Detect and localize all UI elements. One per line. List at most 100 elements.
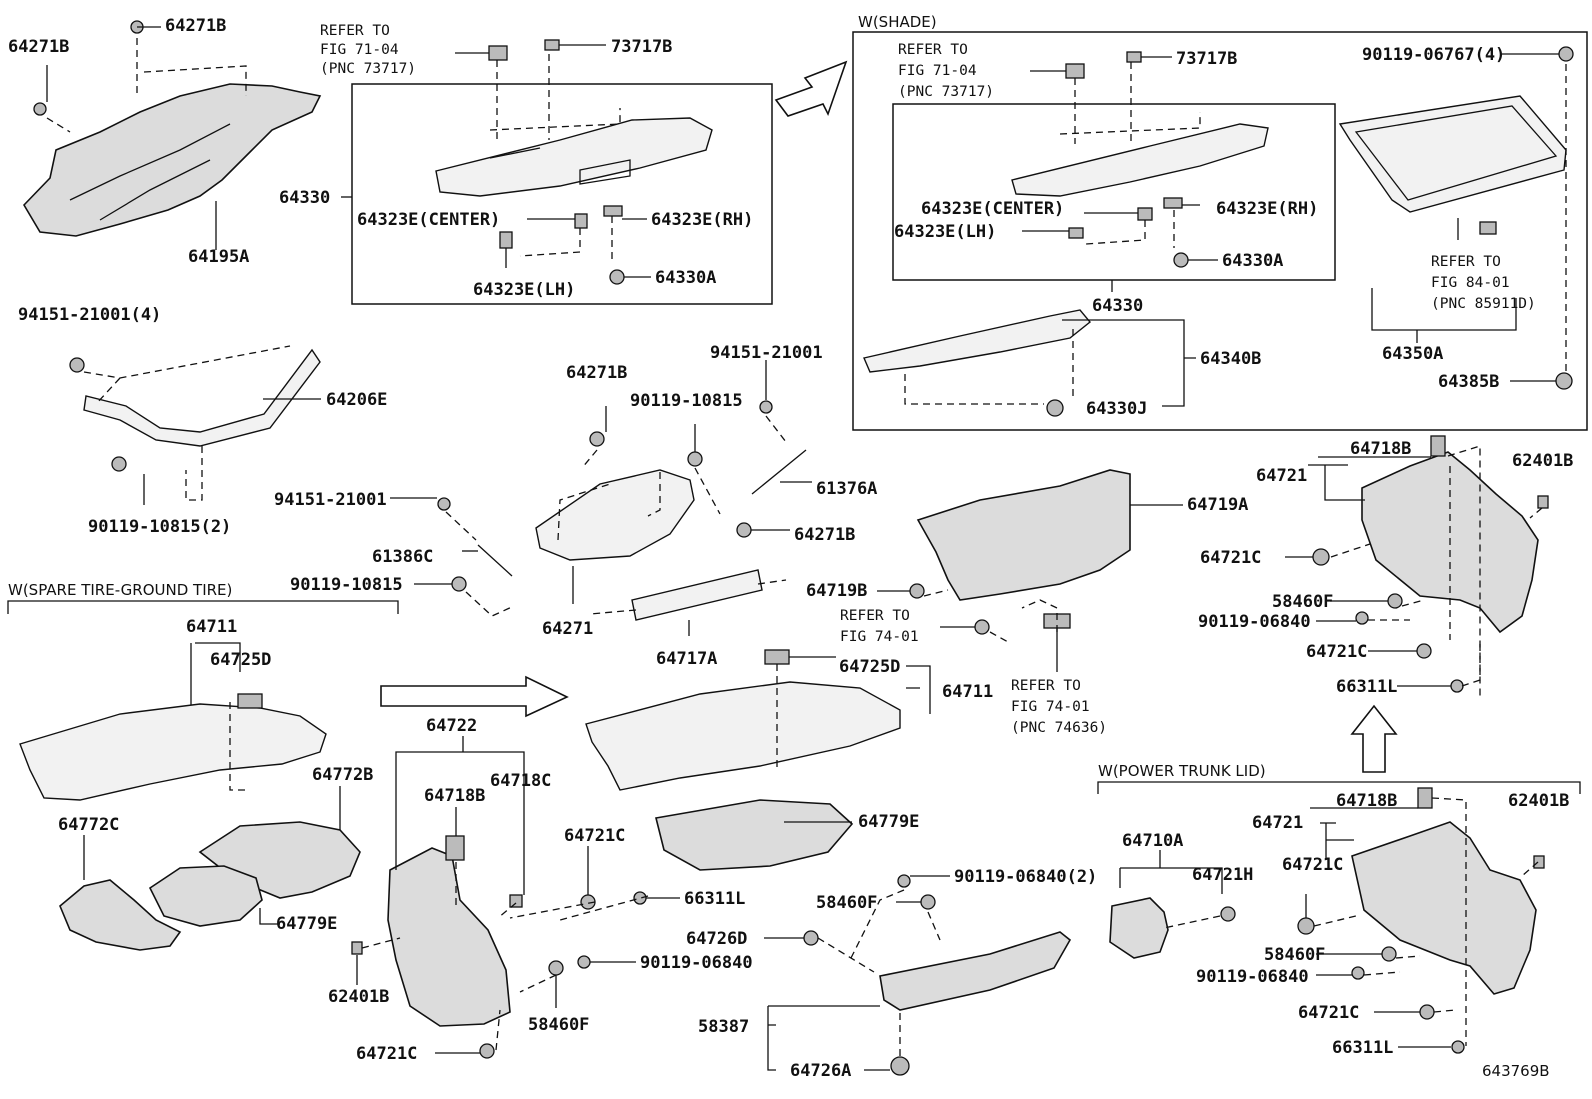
clip-64323E-center-t (574, 213, 588, 229)
part-64772C (59, 879, 182, 951)
clip-90119-06840-t (1355, 611, 1369, 625)
clip-64718B-t (1430, 435, 1446, 457)
clip-64323E-lh-s (1068, 227, 1084, 239)
label-64195A: 64195A (188, 247, 249, 267)
part-64340B (863, 309, 1091, 373)
clip-94151-4 (69, 357, 85, 373)
shade-section-title: W(SHADE) (858, 13, 937, 31)
flow-arrow-right (380, 675, 569, 718)
section-divider-power (1097, 781, 1581, 794)
clip-62401B-c (351, 941, 363, 955)
label-90119-10815-l: 90119-10815 (290, 575, 403, 595)
clip-62401B-t (1537, 495, 1549, 509)
clip-90119-10815-l (451, 576, 467, 592)
part-64710A (1109, 897, 1169, 959)
label-64710A: 64710A (1122, 831, 1183, 851)
clip-90119-06767 (1558, 46, 1574, 62)
label-58460F-m: 58460F (816, 893, 877, 913)
label-64717A: 64717A (656, 649, 717, 669)
part-58387 (879, 931, 1072, 1011)
clip-64721C-t2 (1416, 643, 1432, 659)
label-90119-06840-c: 90119-06840 (640, 953, 753, 973)
part-64722 (387, 847, 511, 1027)
label-64271B-m2: 64271B (794, 525, 855, 545)
part-61376A (751, 449, 807, 495)
label-64711-l: 64711 (186, 617, 237, 637)
clip-64718B-b (1417, 787, 1433, 809)
clip-64330A-s (1173, 252, 1189, 268)
fastener-clips (33, 20, 1574, 1076)
clip-66311L-b (1451, 1040, 1465, 1054)
clip-94151-21001-m (759, 400, 773, 414)
rear-shelf-detail-box (351, 83, 773, 305)
label-64726D: 64726D (686, 929, 747, 949)
label-66311L-c: 66311L (684, 889, 745, 909)
label-64323E-rh-s: 64323E(RH) (1216, 199, 1318, 219)
label-64206E: 64206E (326, 390, 387, 410)
label-64779E-l: 64779E (276, 914, 337, 934)
shade-pointer-arrow (774, 60, 848, 117)
clip-64721C-b2 (1419, 1004, 1435, 1020)
leader-lines (46, 26, 1559, 1071)
section-divider-spare (7, 600, 399, 614)
label-62401B-c: 62401B (328, 987, 389, 1007)
label-58387: 58387 (698, 1017, 749, 1037)
shade-shelf-inner-box (892, 103, 1336, 281)
clip-64330A-t (609, 269, 625, 285)
spare-tire-section-title: W(SPARE TIRE-GROUND TIRE) (8, 581, 232, 599)
clip-58460F-b (1381, 946, 1397, 962)
label-64726A: 64726A (790, 1061, 851, 1081)
part-64711-left (19, 703, 327, 801)
clip-64726D (803, 930, 819, 946)
power-trunk-lid-section-title: W(POWER TRUNK LID) (1098, 762, 1266, 780)
clip-64726A (890, 1056, 910, 1076)
label-66311L-t: 66311L (1336, 677, 1397, 697)
part-64721-power (1351, 821, 1537, 995)
label-64718B-t: 64718B (1350, 439, 1411, 459)
label-64340B: 64340B (1200, 349, 1261, 369)
part-64195A (23, 83, 322, 237)
clip-73717B-t (544, 39, 560, 51)
part-64330-top (435, 117, 713, 197)
label-64721-b: 64721 (1252, 813, 1303, 833)
part-64719A (916, 469, 1131, 601)
part-64330-shade (1011, 123, 1269, 197)
label-64721C-c2: 64721C (356, 1044, 417, 1064)
label-64323E-rh-t: 64323E(RH) (651, 210, 753, 230)
label-90119-06767: 90119-06767(4) (1362, 45, 1505, 65)
clip-58460F-c (548, 960, 564, 976)
label-66311L-b: 66311L (1332, 1038, 1393, 1058)
clip-refer-74-01-a (974, 619, 990, 635)
clip-64721H (1220, 906, 1236, 922)
label-64721C-b2: 64721C (1298, 1003, 1359, 1023)
label-58460F-b: 58460F (1264, 945, 1325, 965)
clip-refer-71-04-b (1065, 63, 1085, 79)
part-labels: 64271B 64271B 64195A 64330 73717B 64323E… (8, 16, 1573, 1081)
label-94151-4: 94151-21001(4) (18, 305, 161, 325)
label-90119-10815-2: 90119-10815(2) (88, 517, 231, 537)
label-62401B-b: 62401B (1508, 791, 1569, 811)
label-64323E-lh-t: 64323E(LH) (473, 280, 575, 300)
label-62401B-t: 62401B (1512, 451, 1573, 471)
part-64330-top-openings (489, 147, 631, 185)
label-90119-06840-b: 90119-06840 (1196, 967, 1309, 987)
part-64271 (535, 469, 695, 561)
clip-64271B-m2 (736, 522, 752, 538)
label-61376A: 61376A (816, 479, 877, 499)
label-64725D-m: 64725D (839, 657, 900, 677)
clip-64725D-m (764, 649, 790, 665)
label-73717B-t: 73717B (611, 37, 672, 57)
clip-90119-06840-2 (897, 874, 911, 888)
clip-refer-71-04-a (488, 45, 508, 61)
clip-58460F-t (1387, 593, 1403, 609)
label-64779E-m: 64779E (858, 812, 919, 832)
part-64779E-left (148, 865, 263, 927)
part-64350A-shade (1338, 95, 1567, 213)
label-64323E-center-s: 64323E(CENTER) (921, 199, 1064, 219)
clip-64323E-rh-t (603, 205, 623, 217)
label-64721C-c1: 64721C (564, 826, 625, 846)
